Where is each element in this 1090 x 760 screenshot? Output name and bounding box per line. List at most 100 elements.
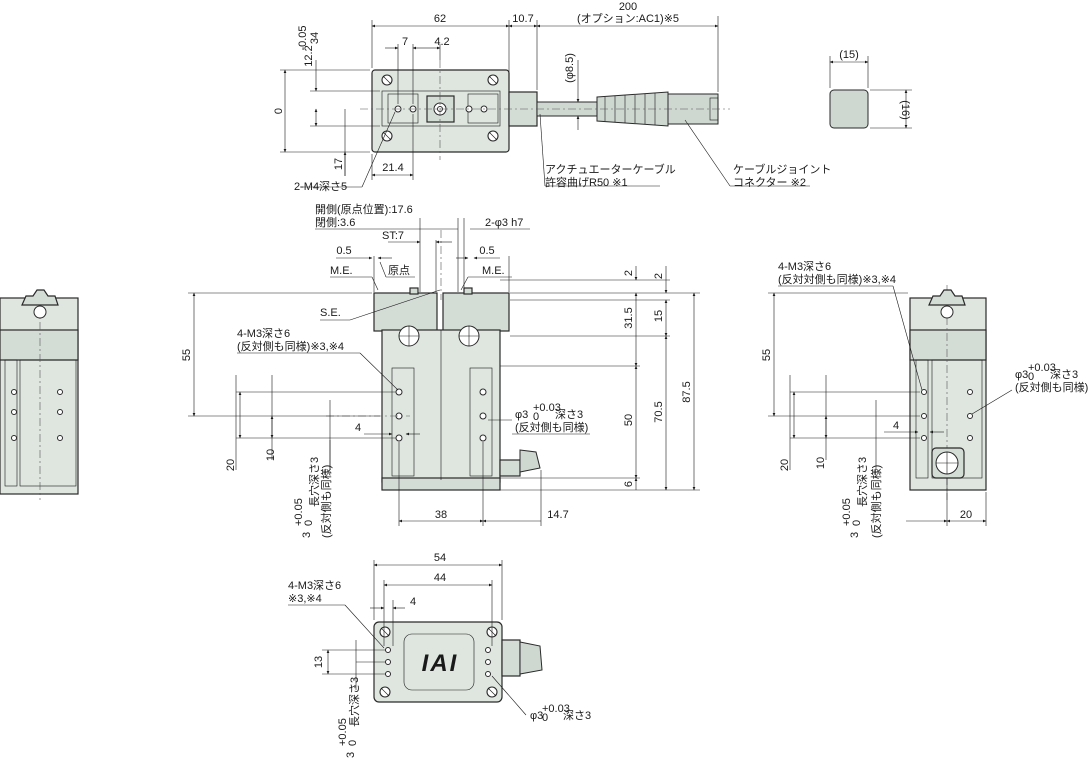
bottom-label-slot-tol-up: +0.05 (337, 718, 349, 746)
label-slot-depth: 長穴深さ3 (307, 457, 321, 507)
dim-4: 4 (355, 422, 361, 434)
front-view-finger-left (373, 292, 438, 332)
bottom-label-phi3-tol-low: 0 (542, 712, 548, 724)
label-closed-side: 閉側:3.6 (315, 216, 355, 229)
dim-6: 6 (623, 481, 635, 487)
bottom-dim-44: 44 (434, 572, 446, 584)
label-slot-opposite: (反対側も同様) (319, 465, 333, 538)
screw-icon (381, 74, 499, 142)
side-label-m3-note: (反対対側も同様)※3,※4 (778, 272, 896, 286)
side-view: 55 4-M3深さ6 (反対対側も同様)※3,※4 20 10 4 3 +0.0… (761, 260, 1088, 538)
bottom-label-slot-3: 3 (345, 752, 357, 758)
bottom-dim-4: 4 (410, 596, 416, 608)
label-origin: 原点 (388, 264, 410, 277)
dim-2-b: 2 (653, 273, 665, 279)
iai-logo-text: IAI (422, 650, 459, 677)
bottom-label-phi3-depth: 深さ3 (563, 709, 591, 722)
dim-12-2: 12.2 (303, 45, 315, 66)
dim-7: 7 (402, 36, 408, 48)
side-label-phi3-opposite: (反対側も同様) (1015, 380, 1088, 394)
label-phi3: φ3 (515, 409, 528, 421)
side-label-slot-depth: 長穴深さ3 (855, 457, 869, 507)
label-se: S.E. (320, 307, 341, 319)
dim-20: 20 (225, 459, 237, 471)
side-dim-55: 55 (761, 349, 773, 361)
screw-icon (379, 626, 498, 698)
left-side-view (0, 289, 79, 500)
dim-21-4: 21.4 (382, 162, 403, 174)
dim-10-7: 10.7 (512, 13, 533, 25)
side-label-phi3-tol-low: 0 (1028, 371, 1034, 383)
dim-15-front: 15 (653, 310, 665, 322)
front-view-finger-right (442, 292, 510, 332)
dim-62: 62 (434, 13, 446, 25)
bottom-label-phi3-tol-up: +0.03 (542, 703, 570, 715)
label-m3-note: (反対側も同様)※3,※4 (237, 339, 344, 353)
dim-15: (15) (839, 49, 859, 61)
dim-phi-8-5: (φ8.5) (564, 53, 576, 83)
dim-4-2: 4.2 (434, 36, 449, 48)
side-dim-4: 4 (893, 420, 899, 432)
dim-70-5: 70.5 (653, 401, 665, 422)
dim-31-5: 31.5 (623, 307, 635, 328)
label-slot-tol-low: 0 (303, 520, 315, 526)
label-phi3-tol-up: +0.03 (533, 402, 561, 414)
dim-200: 200 (619, 1, 637, 13)
bottom-label-m3-depth: 4-M3深さ6 (288, 579, 341, 592)
bottom-label-slot-depth: 長穴深さ3 (347, 677, 361, 727)
label-m3-depth: 4-M3深さ6 (237, 327, 290, 340)
front-view: 開側(原点位置):17.6 閉側:3.6 ST:7 2-φ3 h7 0.5 0.… (181, 202, 700, 538)
top-view: 62 10.7 200 (オプション:AC1)※5 7 4.2 0 12.2 -… (273, 1, 831, 193)
side-label-slot-tol-up: +0.05 (841, 498, 853, 526)
dim-16: (16) (899, 100, 911, 120)
label-connector: コネクター ※2 (733, 176, 806, 189)
label-pin-phi3: 2-φ3 h7 (485, 217, 523, 229)
top-view-slot (381, 90, 501, 127)
label-me-left: M.E. (330, 265, 353, 277)
label-cable-joint: ケーブルジョイント (733, 162, 831, 176)
side-dim-20-h: 20 (960, 509, 972, 521)
side-label-phi3-depth: 深さ3 (1050, 368, 1078, 381)
label-phi3-opposite: (反対側も同様) (515, 420, 588, 434)
connector-end-face (829, 89, 869, 129)
side-label-slot-tol-low: 0 (851, 520, 863, 526)
side-label-phi3: φ3 (1015, 369, 1028, 381)
label-m4-depth: 2-M4深さ5 (294, 180, 347, 193)
dim-17: 17 (333, 158, 345, 170)
dim-50: 50 (623, 414, 635, 426)
label-phi3-depth: 深さ3 (555, 408, 583, 421)
label-actuator-cable: アクチュエーターケーブル (545, 162, 676, 176)
dim-12-2-tol-low: 34 (309, 32, 321, 44)
label-slot-3: 3 (301, 532, 313, 538)
dim-38: 38 (435, 509, 447, 521)
dim-87-5: 87.5 (681, 381, 693, 402)
label-slot-tol-up: +0.05 (293, 498, 305, 526)
side-label-m3-depth: 4-M3深さ6 (778, 260, 831, 273)
dim-2-a: 2 (623, 270, 635, 276)
dim-14-7: 14.7 (547, 509, 568, 521)
label-phi3-tol-low: 0 (533, 411, 539, 423)
dim-55: 55 (181, 349, 193, 361)
dim-stroke-7: ST:7 (382, 230, 404, 242)
side-label-phi3-tol-up: +0.03 (1028, 362, 1056, 374)
dim-12-2-tol-up: -0.05 (297, 25, 309, 50)
bottom-label-slot-tol-low: 0 (347, 740, 359, 746)
left-view-body (0, 297, 79, 495)
dim-0-5-left: 0.5 (336, 245, 351, 257)
bottom-view: IAI 54 44 4 4-M3深さ6 ※3,※4 13 3 +0.05 0 長… (288, 552, 591, 758)
connector-view: (15) (16) (829, 49, 912, 129)
side-label-slot-opposite: (反対側も同様) (869, 465, 883, 538)
label-allow-bend: 許容曲げR50 ※1 (545, 175, 628, 189)
bottom-label-phi3: φ3 (530, 710, 543, 722)
bottom-dim-13: 13 (313, 656, 325, 668)
label-me-right: M.E. (482, 265, 505, 277)
dim-option-ac1: (オプション:AC1)※5 (577, 12, 679, 25)
bottom-dim-54: 54 (434, 552, 446, 564)
dim-10: 10 (265, 449, 277, 461)
side-dim-20-v: 20 (779, 459, 791, 471)
side-label-slot-3: 3 (849, 532, 861, 538)
side-dim-10: 10 (815, 457, 827, 469)
dim-34: 0 (273, 108, 285, 114)
